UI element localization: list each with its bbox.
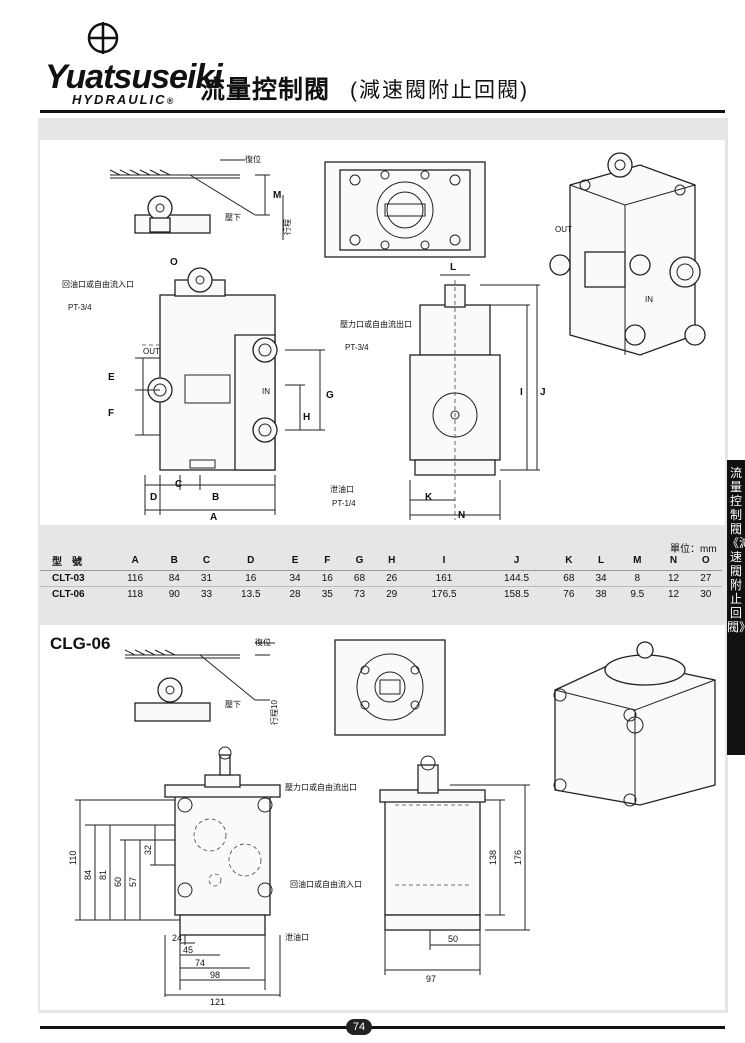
clt-pressure-port-size: PT-3/4 <box>345 343 369 352</box>
clt-isometric-view: OUT IN <box>549 152 706 356</box>
clt-side-view <box>409 274 540 520</box>
clg-press-label: 壓下 <box>225 700 241 709</box>
clg-dim-98: 98 <box>210 970 220 980</box>
dim-f: F <box>108 408 114 419</box>
dim-d: D <box>150 492 157 503</box>
clt-drain-port-size: PT-1/4 <box>332 499 356 508</box>
clg-dim-24: 24 <box>172 933 182 943</box>
dim-m: L <box>450 262 456 273</box>
dim-h: H <box>303 412 310 423</box>
clg-dim-81: 81 <box>98 870 108 880</box>
clg-dim-138: 138 <box>488 850 498 865</box>
dim-o: O <box>170 257 178 268</box>
clt-iso-out-label: OUT <box>555 225 572 234</box>
dim-b: B <box>212 492 219 503</box>
footer-divider <box>40 1026 725 1029</box>
spec-table: 型 號 A B C D E F G H I J K L M N O CLT-03… <box>40 551 722 602</box>
clg-dim-50: 50 <box>448 934 458 944</box>
clg-return-port-label: 回油口或自由流入口 <box>290 879 362 889</box>
dim-n: M <box>273 190 281 201</box>
spec-table-header: 型 號 A B C D E F G H I J K L M N O <box>40 551 722 571</box>
clt-reset-label: 復位 <box>245 154 261 164</box>
dim-l: K <box>425 492 433 503</box>
clg-cam-view <box>124 642 275 722</box>
clg-dim-176: 176 <box>513 850 523 865</box>
clg-technical-drawing: 復位 壓下 行程10 <box>68 637 716 1007</box>
clg-pressure-port-label: 壓力口或自由流出口 <box>285 782 357 792</box>
clt-front-view: IN OUT <box>135 267 325 515</box>
clg-top-face-view <box>334 639 446 736</box>
clg-side-view <box>379 755 530 975</box>
page-number: 74 <box>346 1019 372 1035</box>
table-row: CLT-03 116 84 31 16 34 16 68 26 161 144.… <box>40 570 722 587</box>
dim-k: N <box>458 510 465 521</box>
clt-return-port-label: 回油口或自由流入口 <box>62 279 134 289</box>
clt-technical-drawing: 復位 壓下 M 行程 OUT IN <box>62 152 706 523</box>
clg-dim-97: 97 <box>426 974 436 984</box>
clt-press-label: 壓下 <box>225 213 241 222</box>
clg-dim-45: 45 <box>183 945 193 955</box>
brand-logo: Yuatsuseiki <box>45 58 223 96</box>
clg-dim-84: 84 <box>83 870 93 880</box>
clg-dim-110: 110 <box>68 851 78 865</box>
clt-pressure-port-label: 壓力口或自由流出口 <box>340 319 412 329</box>
clg-isometric-view <box>553 641 716 807</box>
clt-return-port-size: PT-3/4 <box>68 303 92 312</box>
clt-iso-in-label: IN <box>645 295 653 304</box>
clg-section-title: CLG-06 <box>50 634 111 653</box>
table-row: CLT-06 118 90 33 13.5 28 35 73 29 176.5 … <box>52 589 712 600</box>
clt-front-out-label: OUT <box>143 347 160 356</box>
header-divider <box>40 110 725 113</box>
dim-c: C <box>175 479 182 490</box>
clg-front-view <box>75 746 281 997</box>
brand-subtitle: HYDRAULIC® <box>72 92 176 107</box>
dim-e: E <box>108 372 115 383</box>
clg-dim-57: 57 <box>128 877 138 887</box>
clg-dim-32: 32 <box>143 845 153 855</box>
section-side-tab: 流量控制閥《減速閥附止回閥》 <box>727 460 745 755</box>
clt-port-face-view <box>324 161 486 258</box>
dim-a: A <box>210 512 217 523</box>
clt-drain-port-label: 泄油口 <box>330 484 354 494</box>
brand-emblem-icon <box>87 22 119 54</box>
clt-stroke-label: 行程 <box>282 219 292 235</box>
clt-cam-view <box>109 159 284 240</box>
clg-dim-60: 60 <box>113 877 123 887</box>
dim-j: I <box>520 387 523 398</box>
clg-drain-port-label: 泄油口 <box>285 932 309 942</box>
clt-front-in-label: IN <box>262 387 270 396</box>
dim-i: J <box>540 387 546 398</box>
clg-dim-74: 74 <box>195 958 205 968</box>
dim-g: G <box>326 390 334 401</box>
unit-label: 單位：mm <box>670 544 717 555</box>
clg-dim-121: 121 <box>210 997 225 1007</box>
page-title: 流量控制閥 <box>200 76 331 104</box>
clg-stroke-label: 行程10 <box>269 700 279 725</box>
clg-reset-label: 復位 <box>255 637 271 647</box>
page-subtitle: (減速閥附止回閥) <box>350 79 529 102</box>
